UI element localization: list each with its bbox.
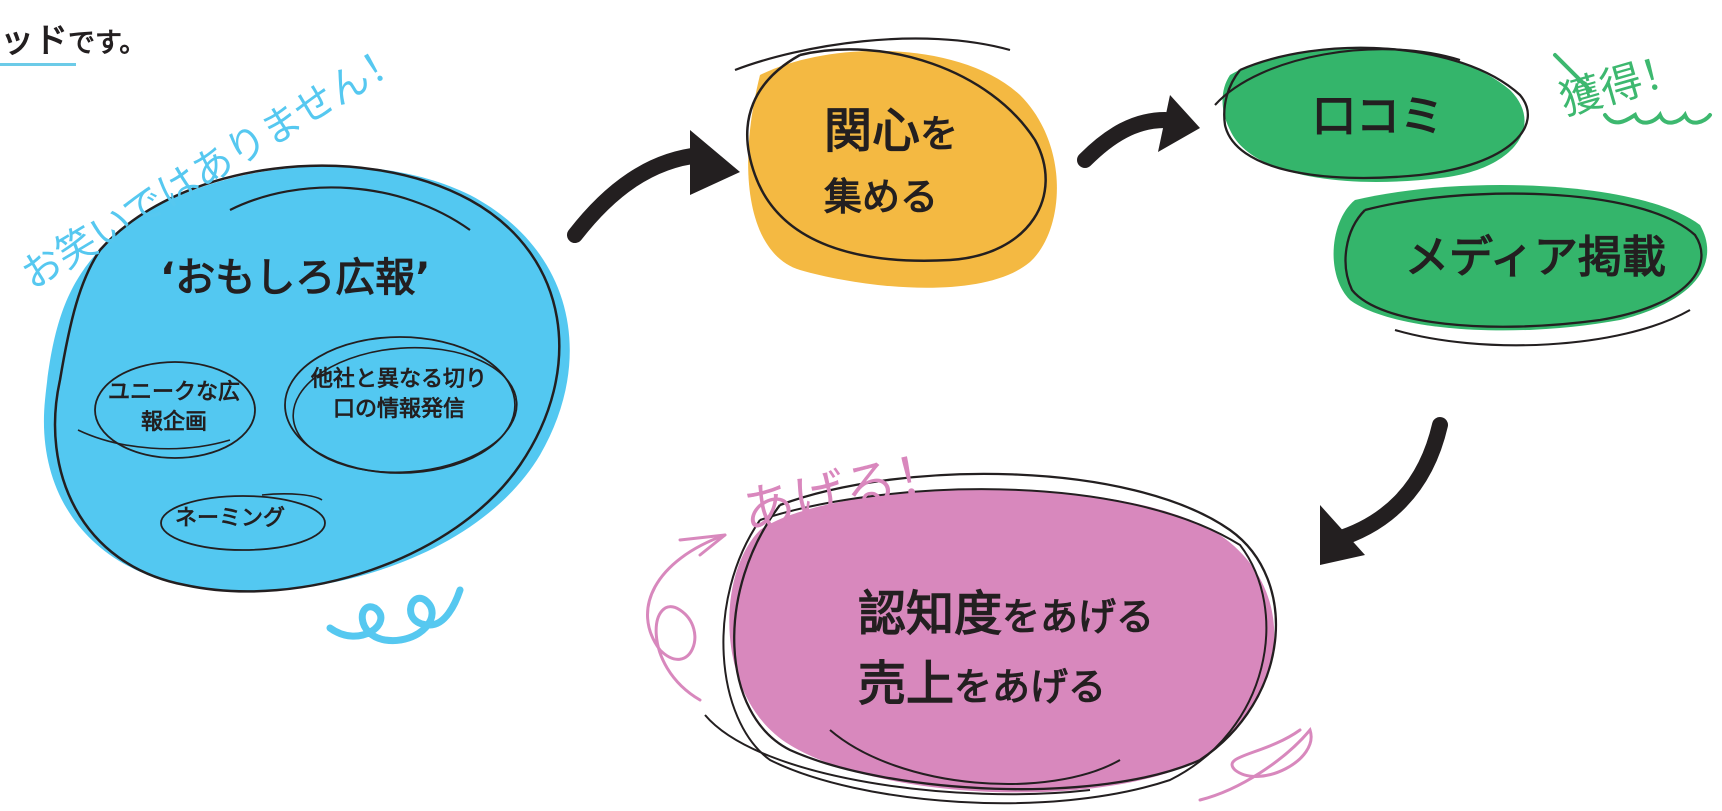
green-item-word-of-mouth: 口コミ bbox=[1312, 91, 1444, 142]
pink-rest-1: をあげる bbox=[1002, 595, 1155, 639]
header-text: ッドです。 bbox=[0, 24, 146, 58]
orange-blob bbox=[734, 37, 1057, 288]
header-rest: です。 bbox=[68, 28, 147, 59]
green-scribble bbox=[1553, 53, 1712, 125]
pink-blob bbox=[646, 472, 1313, 805]
blue-blob-title: ‘おもしろ広報’ bbox=[160, 255, 431, 301]
pink-blob-line2: 売上をあげる bbox=[858, 660, 1106, 708]
orange-strong: 関心 bbox=[824, 103, 921, 159]
arrow-1 bbox=[567, 130, 740, 243]
pink-blob-line1: 認知度をあげる bbox=[858, 590, 1154, 638]
orange-blob-line2: 集める bbox=[824, 175, 939, 219]
header-main: ッド bbox=[0, 21, 68, 61]
pink-strong-1: 認知度 bbox=[858, 586, 1003, 642]
orange-rest: を bbox=[920, 112, 959, 156]
blue-blob bbox=[43, 164, 570, 644]
arrow-2 bbox=[1077, 95, 1200, 168]
blue-item-different-angle: 他社と異なる切り口の情報発信 bbox=[310, 367, 487, 422]
blue-item-unique-pr: ユニークな広報企画 bbox=[107, 380, 240, 435]
pink-strong-2: 売上 bbox=[858, 656, 955, 712]
blue-item-naming: ネーミング bbox=[175, 506, 286, 531]
green-item-media: メディア掲載 bbox=[1405, 232, 1666, 283]
header-underline bbox=[0, 63, 76, 66]
orange-blob-line1: 関心を bbox=[824, 107, 958, 155]
green-blobs bbox=[1214, 46, 1708, 347]
pink-rest-2: をあげる bbox=[954, 665, 1107, 709]
arrow-3 bbox=[1320, 417, 1448, 565]
